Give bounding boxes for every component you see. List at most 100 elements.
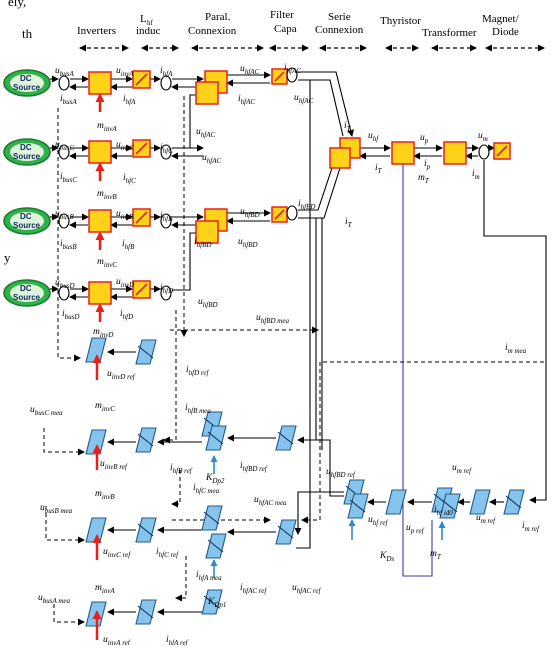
header-serie: Serie xyxy=(328,11,351,23)
variable-label: uinvC ref xyxy=(103,547,131,559)
row-a-current-coupler xyxy=(160,75,172,91)
variable-label: ubusA mea xyxy=(38,593,71,605)
row-d-bus-coupler xyxy=(58,285,70,301)
fragment-left: y xyxy=(4,250,11,265)
variable-label: uhfBD xyxy=(198,297,218,309)
variable-label: minvD xyxy=(93,327,113,339)
dc-source-d-line2: Source xyxy=(13,293,41,302)
meas-m xyxy=(301,361,544,524)
variable-label: ihfA xyxy=(160,66,173,78)
ctrl-m xyxy=(469,489,491,515)
ctrl-invC-diag xyxy=(137,523,154,537)
row-a-bus-coupler xyxy=(58,75,70,91)
variable-label: KDp1 xyxy=(207,597,226,609)
power-blocks xyxy=(58,67,511,305)
wire-c-to-ac xyxy=(172,94,196,149)
variable-label: ihfD ref xyxy=(186,365,209,377)
dc-source-d-line1: DC xyxy=(20,284,32,293)
variable-label: ubusB mea xyxy=(40,503,73,515)
header-transformer: Transformer xyxy=(422,27,477,39)
variable-label: ihfD xyxy=(160,283,173,295)
inverter-c xyxy=(88,140,112,164)
header-magnet: Magnet/ xyxy=(482,13,520,25)
paral-connexion-ac-bottom xyxy=(195,81,219,105)
variable-label: ubusD xyxy=(55,278,75,290)
header-paral: Paral. xyxy=(205,11,231,23)
header-filter-2: Capa xyxy=(274,23,297,35)
ctrl-magnet-diag xyxy=(505,495,522,509)
variable-label: im xyxy=(472,169,480,181)
header-thyristor: Thyristor xyxy=(380,15,421,27)
measurement-lines xyxy=(43,96,544,626)
meas-busC xyxy=(43,428,85,456)
variable-label: ihfB xyxy=(160,211,173,223)
dc-source-d: DC Source xyxy=(3,279,51,307)
variable-label: uhfAC mea xyxy=(254,495,287,507)
inverter-b xyxy=(88,209,112,233)
magnet-diode-diag xyxy=(496,145,508,157)
ctrl-p xyxy=(385,489,407,515)
dc-source-b-line2: Source xyxy=(13,221,41,230)
variable-label: ihfA ref xyxy=(166,635,189,645)
ctrl-hfA-diag xyxy=(203,595,220,609)
variable-label: KDp2 xyxy=(205,473,225,485)
variable-label: ibusA xyxy=(60,94,77,106)
ctrl-hfAC-diag xyxy=(277,525,294,539)
dc-source-a: DC Source xyxy=(3,69,51,97)
variable-label: minvA xyxy=(95,583,115,595)
variable-label: ihfA xyxy=(123,94,136,106)
meas-busA xyxy=(53,604,85,626)
meas-hfB xyxy=(171,470,181,508)
variable-label: ibusC xyxy=(60,172,77,184)
ctrl-hfC-diag xyxy=(203,511,220,525)
variable-label: uhf xyxy=(368,131,379,143)
dc-source-c: DC Source xyxy=(3,138,51,166)
variable-label: iT xyxy=(345,217,353,229)
ac-current-coupler xyxy=(286,67,298,83)
variable-label: iT xyxy=(375,163,383,175)
variable-label: uinvD xyxy=(116,277,134,289)
control-arrows xyxy=(92,93,446,640)
row-d-current-coupler xyxy=(160,285,172,301)
header-filter: Filter xyxy=(270,9,294,21)
variable-label: uinvB ref xyxy=(100,459,128,471)
flow-serie-ac xyxy=(294,491,344,535)
magnet-coupler xyxy=(478,144,490,160)
inverter-a xyxy=(88,71,112,95)
ctrl-hfA-2-diag xyxy=(207,539,224,553)
variable-label: ihfAC ref xyxy=(240,583,267,595)
variable-label: um xyxy=(478,131,488,143)
dc-source-b: DC Source xyxy=(3,207,51,235)
variable-label: ihfAC xyxy=(284,63,301,75)
variable-label: ihfB xyxy=(122,239,135,251)
return-line-magnet xyxy=(483,160,547,504)
header-lhf: L xyxy=(140,13,147,25)
transformer-block xyxy=(443,141,467,165)
power-wires xyxy=(50,71,547,616)
dc-source-a-line2: Source xyxy=(13,83,41,92)
row-b-bus-coupler xyxy=(58,213,70,229)
variable-label: ihfC mea xyxy=(193,483,220,495)
variable-label: um ref xyxy=(452,463,472,475)
ctrl-serie-2-diag xyxy=(349,499,366,513)
variable-label: up xyxy=(420,133,429,145)
inductor-d-diag xyxy=(135,283,148,296)
wire-bd-to-serie-2 xyxy=(298,167,341,219)
variable-label: minvC xyxy=(95,401,115,413)
inductor-b-diag xyxy=(135,211,148,224)
fragment-top: ely, xyxy=(8,0,26,9)
variable-label: ibusB xyxy=(60,239,77,251)
variable-label: uinvB xyxy=(116,209,134,221)
fragment-mid: th xyxy=(22,26,33,41)
dc-source-c-line1: DC xyxy=(20,143,32,152)
variable-label: ihfAC xyxy=(238,94,255,106)
variable-label: im ref xyxy=(522,521,540,533)
wire-bd-to-serie xyxy=(298,167,333,211)
inverter-d xyxy=(88,281,112,305)
variable-label: uhfAC xyxy=(202,153,221,165)
variable-label: mT xyxy=(418,173,430,185)
variable-label: iT xyxy=(344,121,352,133)
variable-label: mT xyxy=(430,549,442,561)
ctrl-invD-diag xyxy=(137,345,154,359)
